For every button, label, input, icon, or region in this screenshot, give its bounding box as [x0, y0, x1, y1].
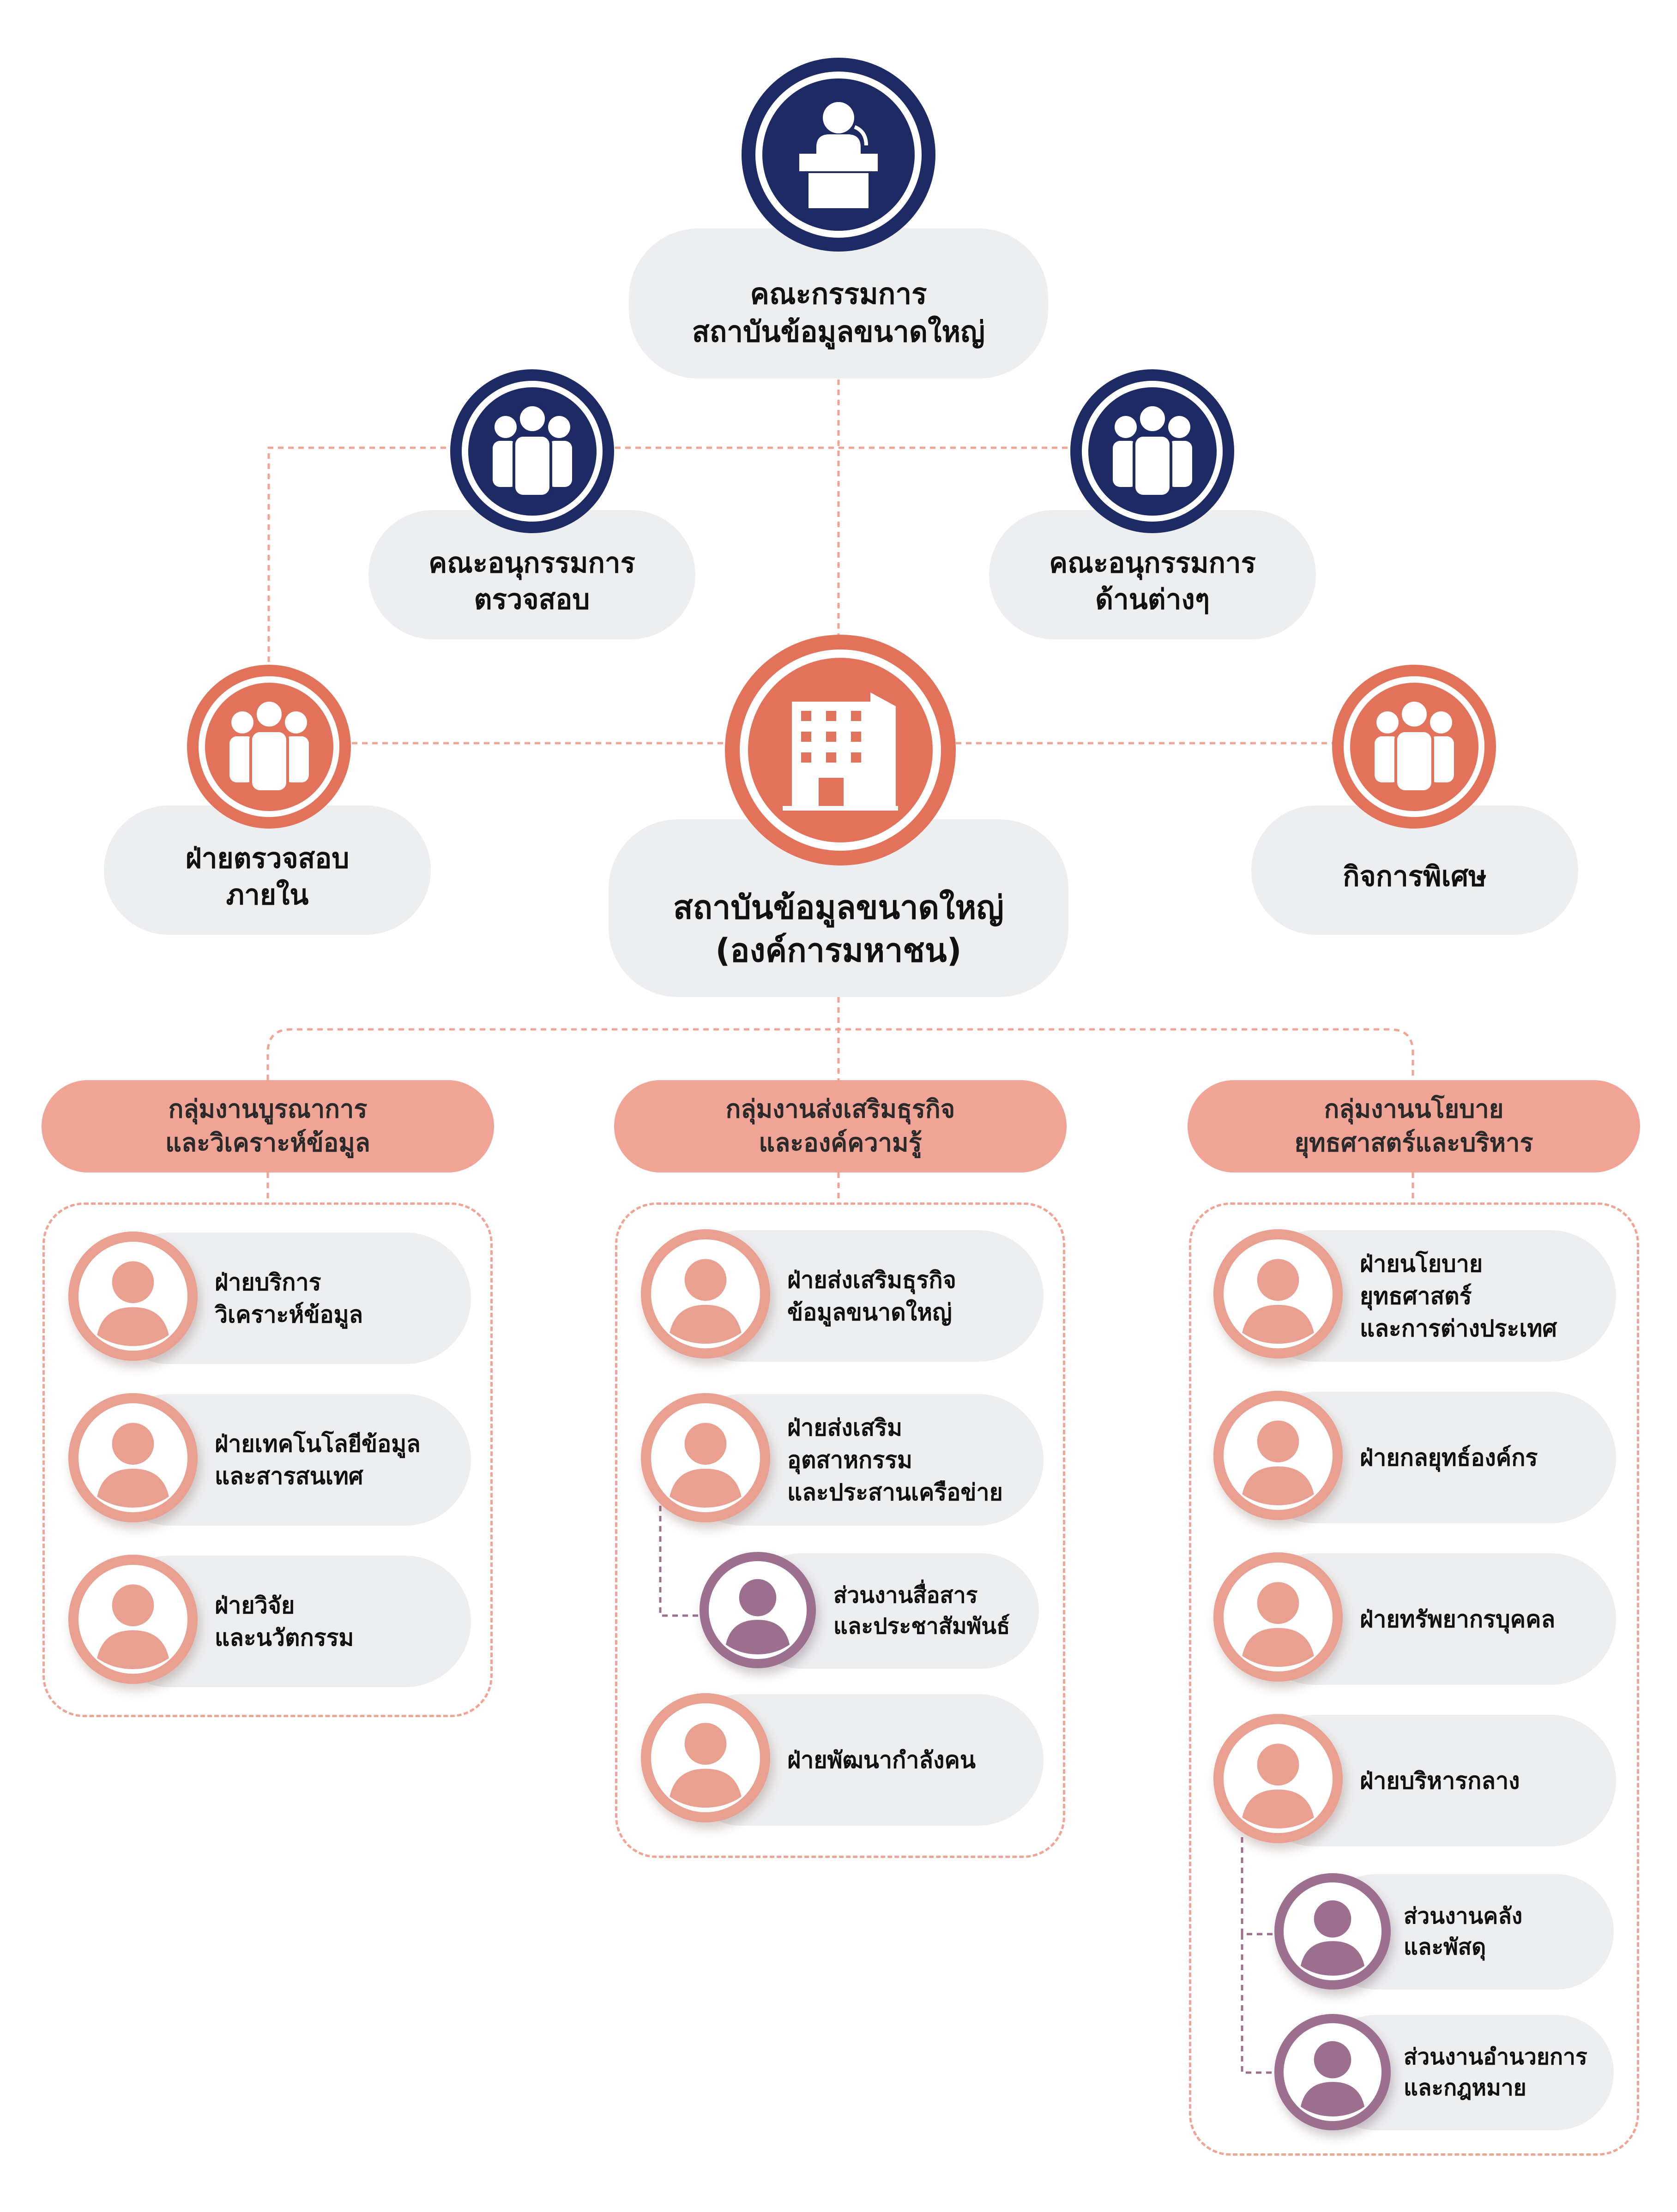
department-label: ฝ่ายนโยบาย ยุทธศาสตร์ และการต่างประเทศ: [1360, 1250, 1557, 1342]
subunit-label: ส่วนงานอำนวยการ และกฎหมาย: [1404, 2044, 1587, 2101]
person-avatar-icon: [700, 1552, 816, 1668]
department-label: ฝ่ายส่งเสริม อุตสาหกรรม และประสานเครือข่…: [787, 1414, 1003, 1506]
other-committees-icon-circle: [1070, 369, 1234, 533]
person-avatar-icon: [68, 1232, 198, 1361]
podium-speaker-icon: [799, 102, 878, 208]
internal-audit-icon-circle: [187, 665, 351, 829]
person-avatar-icon: [1213, 1714, 1343, 1843]
person-avatar-icon: [1274, 1873, 1391, 1990]
group-box-integration: [42, 1202, 493, 1717]
department-label: ฝ่ายพัฒนากำลังคน: [787, 1746, 976, 1773]
audit-committee-box: คณะอนุกรรมการ ตรวจสอบ: [368, 510, 695, 639]
group-people-icon: [229, 698, 309, 793]
audit-committee-icon-circle: [450, 369, 614, 533]
board-label: คณะกรรมการ สถาบันข้อมูลขนาดใหญ่: [692, 276, 985, 349]
person-avatar-icon: [68, 1555, 198, 1684]
board-icon-circle: [742, 58, 935, 252]
person-avatar-icon: [641, 1229, 770, 1358]
department-label: ฝ่ายส่งเสริมธุรกิจ ข้อมูลขนาดใหญ่: [787, 1266, 956, 1326]
group-header-policy-strategy: กลุ่มงานนโยบาย ยุทธศาสตร์และบริหาร: [1188, 1080, 1640, 1172]
institute-label: สถาบันข้อมูลขนาดใหญ่ (องค์การมหาชน): [673, 889, 1004, 969]
person-avatar-icon: [1213, 1552, 1343, 1682]
institute-icon-circle: [725, 635, 956, 866]
group-box-business-promotion: [615, 1202, 1065, 1858]
group-header-integration: กลุ่มงานบูรณาการ และวิเคราะห์ข้อมูล: [42, 1080, 494, 1172]
other-committees-label: คณะอนุกรรมการ ด้านต่างๆ: [1049, 547, 1256, 616]
board-box: คณะกรรมการ สถาบันข้อมูลขนาดใหญ่: [629, 228, 1048, 379]
subunit-label: ส่วนงานสื่อสาร และประชาสัมพันธ์: [833, 1582, 1010, 1639]
group-people-icon: [1374, 698, 1454, 793]
department-label: ฝ่ายบริการ วิเคราะห์ข้อมูล: [215, 1268, 363, 1328]
special-affairs-icon-circle: [1332, 665, 1496, 829]
group-people-icon: [492, 403, 572, 498]
department-label: ฝ่ายบริหารกลาง: [1360, 1767, 1520, 1794]
group-box-policy-strategy: [1189, 1202, 1639, 2156]
person-avatar-icon: [1274, 2014, 1391, 2130]
person-avatar-icon: [68, 1393, 198, 1522]
audit-committee-label: คณะอนุกรรมการ ตรวจสอบ: [428, 547, 635, 616]
person-avatar-icon: [1213, 1229, 1343, 1358]
person-avatar-icon: [1213, 1391, 1343, 1520]
department-label: ฝ่ายกลยุทธ์องค์กร: [1360, 1444, 1538, 1471]
building-icon: [783, 692, 898, 811]
department-label: ฝ่ายวิจัย และนวัตกรรม: [215, 1592, 354, 1651]
department-label: ฝ่ายทรัพยากรบุคคล: [1360, 1605, 1556, 1633]
person-avatar-icon: [641, 1393, 770, 1522]
special-affairs-label: กิจการพิเศษ: [1343, 860, 1487, 893]
subunit-label: ส่วนงานคลัง และพัสดุ: [1404, 1903, 1523, 1960]
group-people-icon: [1112, 403, 1192, 498]
person-avatar-icon: [641, 1693, 770, 1822]
internal-audit-label: ฝ่ายตรวจสอบ ภายใน: [185, 842, 350, 911]
group-header-business-promotion: กลุ่มงานส่งเสริมธุรกิจ และองค์ความรู้: [614, 1080, 1067, 1172]
department-label: ฝ่ายเทคโนโลยีข้อมูล และสารสนเทศ: [215, 1430, 421, 1490]
